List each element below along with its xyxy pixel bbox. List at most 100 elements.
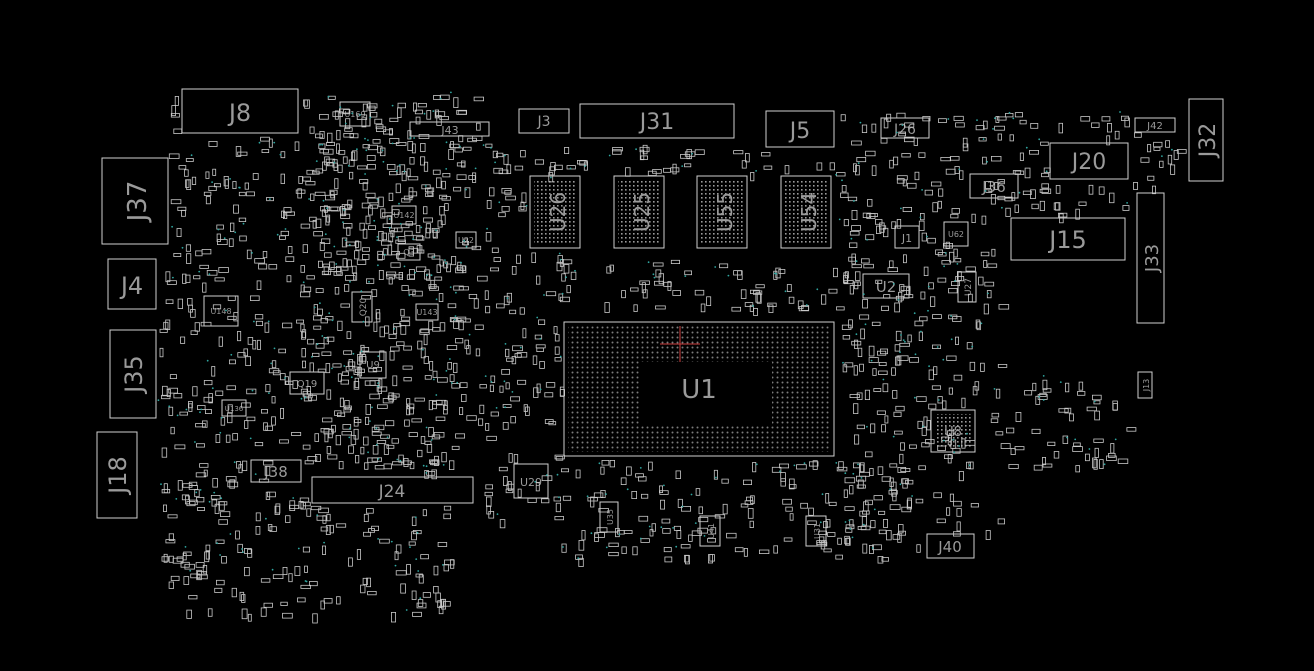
passive-footprint [408, 191, 418, 197]
ic-u29[interactable]: U29 [513, 463, 549, 499]
connector-j35[interactable]: J35 [109, 329, 157, 419]
memory-u26[interactable]: U26 [529, 175, 581, 249]
passive-footprint [238, 191, 246, 197]
passive-footprint [271, 416, 276, 426]
connector-j42[interactable]: J42 [1134, 117, 1176, 133]
passive-footprint [519, 307, 525, 315]
connector-j20[interactable]: J20 [1049, 142, 1129, 180]
ic-u143[interactable]: U143 [415, 303, 439, 321]
passive-footprint [215, 390, 224, 396]
passive-footprint [897, 466, 907, 473]
connector-j33[interactable]: J33 [1136, 192, 1165, 324]
passive-footprint [509, 309, 517, 315]
connector-j38[interactable]: J38 [250, 459, 302, 483]
passive-footprint [755, 284, 765, 289]
passive-footprint [887, 267, 899, 273]
via [805, 304, 808, 306]
connector-j15[interactable]: J15 [1010, 217, 1126, 261]
passive-footprint [775, 267, 781, 279]
passive-footprint [853, 365, 858, 376]
passive-footprint [1092, 394, 1102, 401]
passive-footprint [904, 136, 915, 143]
passive-footprint [587, 497, 598, 502]
ic-u22[interactable]: U22 [455, 231, 477, 249]
passive-footprint [163, 483, 168, 494]
passive-footprint [406, 398, 411, 406]
passive-footprint [383, 463, 392, 470]
passive-footprint [902, 478, 908, 489]
memory-u25[interactable]: U25 [613, 175, 665, 249]
connector-j32[interactable]: J32 [1188, 98, 1224, 182]
connector-j43[interactable]: J43 [409, 121, 490, 137]
via [304, 396, 307, 399]
passive-footprint [698, 517, 709, 523]
passive-footprint [609, 264, 614, 272]
connector-j8[interactable]: J8 [181, 88, 299, 134]
via [849, 528, 852, 530]
passive-footprint [356, 259, 367, 265]
passive-footprint [423, 356, 430, 364]
passive-footprint [675, 470, 681, 479]
connector-j40[interactable]: J40 [926, 533, 975, 559]
ic-u27[interactable]: U27 [957, 271, 977, 303]
ic-u148[interactable]: U148 [203, 295, 239, 327]
passive-footprint [876, 410, 886, 415]
via [474, 167, 477, 170]
passive-footprint [342, 156, 348, 164]
passive-footprint [733, 150, 744, 155]
passive-footprint [980, 251, 990, 257]
connector-j5[interactable]: J5 [765, 110, 835, 148]
memory-u55[interactable]: U55 [696, 175, 748, 249]
ic-u9[interactable]: U9 [359, 351, 387, 379]
passive-footprint [1093, 458, 1098, 470]
passive-footprint [990, 418, 999, 423]
passive-footprint [263, 460, 274, 466]
label-j5: J5 [788, 119, 811, 144]
connector-j3[interactable]: J3 [518, 108, 570, 134]
passive-footprint [938, 118, 947, 123]
connector-j37[interactable]: J37 [101, 157, 169, 245]
passive-footprint [891, 488, 897, 497]
cpu-u1[interactable]: U1 [563, 321, 835, 457]
passive-footprint [788, 484, 797, 489]
passive-footprint [836, 306, 845, 311]
passive-footprint [386, 273, 395, 280]
connector-j18[interactable]: J18 [96, 431, 138, 519]
passive-footprint [385, 271, 397, 277]
connector-j4[interactable]: J4 [107, 258, 157, 310]
connector-j36[interactable]: J36 [969, 173, 1019, 199]
transistor-q20[interactable]: Q20 [351, 291, 373, 323]
passive-footprint [896, 112, 906, 119]
ic-u35[interactable]: U35 [599, 501, 619, 533]
connector-j31[interactable]: J31 [579, 103, 735, 139]
via [465, 188, 467, 191]
ic-u41[interactable]: U41 [699, 515, 721, 547]
connector-j24[interactable]: J24 [311, 476, 474, 504]
ic-u136[interactable]: U136 [221, 399, 247, 417]
passive-footprint [1024, 390, 1033, 396]
via [897, 298, 900, 301]
passive-footprint [403, 377, 412, 382]
passive-footprint [401, 171, 407, 182]
passive-footprint [183, 576, 190, 585]
ic-u169[interactable]: U169 [339, 101, 371, 127]
passive-footprint [505, 348, 510, 358]
via [1025, 146, 1028, 149]
via [574, 269, 576, 272]
via [444, 259, 446, 261]
passive-footprint [652, 169, 662, 174]
ic-u62[interactable]: U62 [943, 221, 969, 247]
via [851, 536, 854, 539]
memory-u54[interactable]: U54 [780, 175, 832, 249]
passive-footprint [221, 556, 227, 564]
passive-footprint [1159, 160, 1164, 168]
passive-footprint [272, 574, 284, 580]
passive-footprint [919, 316, 928, 322]
connector-j1[interactable]: J1 [894, 225, 920, 249]
passive-footprint [984, 281, 995, 287]
via [367, 451, 369, 454]
passive-footprint [331, 424, 336, 433]
passive-footprint [227, 315, 237, 320]
connector-j13[interactable]: J13 [1137, 371, 1153, 399]
via [486, 227, 488, 230]
